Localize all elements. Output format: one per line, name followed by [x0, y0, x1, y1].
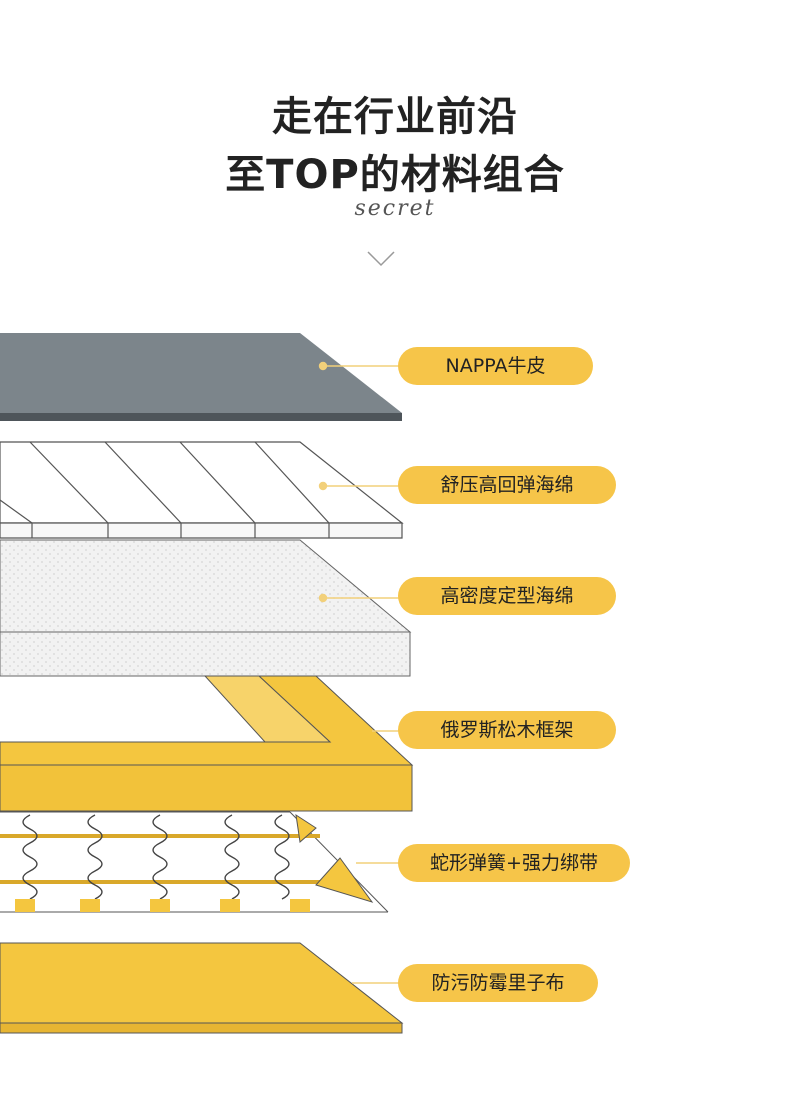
leader-dot-2 [318, 481, 328, 491]
layer-label-lining: 防污防霉里子布 [398, 964, 598, 1002]
layer-label-density-foam: 高密度定型海绵 [398, 577, 616, 615]
chevron-down-icon [367, 251, 395, 267]
spring-layer [0, 811, 389, 913]
leader-dot-1 [318, 361, 328, 371]
dense-foam-layer [0, 539, 412, 677]
pine-frame-layer [0, 675, 414, 812]
page-title-line-2: 至TOP的材料组合 [225, 152, 565, 198]
page-title-line-1: 走在行业前沿 [272, 94, 518, 140]
layer-label-nappa: NAPPA牛皮 [398, 347, 593, 385]
leather-layer [0, 333, 402, 421]
leader-dot-3 [318, 593, 328, 603]
layer-label-springs: 蛇形弹簧+强力绑带 [398, 844, 630, 882]
layer-label-resilience-foam: 舒压高回弹海绵 [398, 466, 616, 504]
secret-script-text: secret [354, 196, 436, 221]
layer-label-pine-frame: 俄罗斯松木框架 [398, 711, 616, 749]
quilted-foam-layer [0, 441, 404, 539]
lining-cloth-layer [0, 942, 404, 1034]
